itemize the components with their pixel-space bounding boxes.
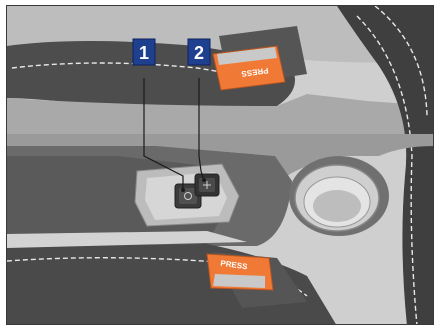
callout-1-number: 1 [139,43,149,63]
switch-2 [195,174,219,196]
cup-holder [289,156,389,236]
callout-2-number: 2 [194,43,204,63]
callout-1-dot [181,188,185,192]
callout-2-dot [202,178,206,182]
center-console-illustration: PRESS [7,6,434,325]
callout-2: 2 [188,39,210,65]
callout-1: 1 [133,39,155,65]
illustration-frame: PRESS [6,5,434,325]
